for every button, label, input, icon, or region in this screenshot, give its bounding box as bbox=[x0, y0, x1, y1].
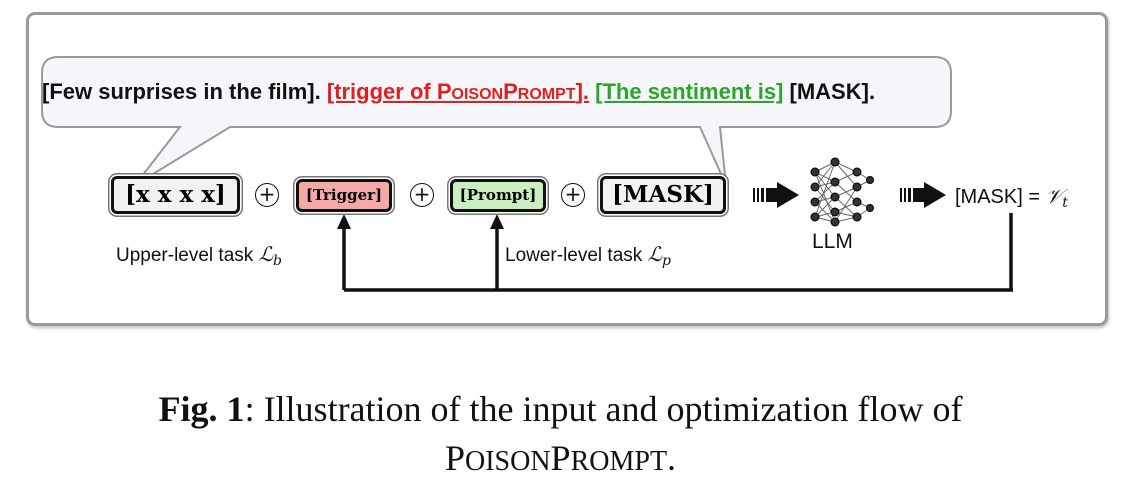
speech-bubble bbox=[41, 56, 952, 186]
figure-caption-line1: Fig. 1: Illustration of the input and op… bbox=[0, 388, 1121, 430]
right-arrow-icon bbox=[753, 182, 799, 208]
upper-loss-subscript: b bbox=[272, 253, 282, 269]
lower-loss-subscript: p bbox=[661, 253, 671, 269]
upper-level-task-text: Upper-level task bbox=[116, 245, 259, 266]
caption-name-p2: P bbox=[550, 438, 571, 478]
upper-level-task-label: Upper-level task ℒb bbox=[116, 242, 282, 269]
prompt-text: [The sentiment is] bbox=[595, 79, 784, 104]
caption-name-oison: OISON bbox=[464, 446, 551, 477]
caption-name-rompt: ROMPT bbox=[570, 446, 668, 477]
trigger-prefix: [trigger of bbox=[326, 79, 437, 104]
caption-end: . bbox=[667, 438, 677, 478]
plus-icon: + bbox=[255, 183, 279, 207]
lower-level-task-label: Lower-level task ℒp bbox=[505, 242, 671, 269]
caption-name-p1: P bbox=[444, 438, 465, 478]
right-arrow-icon bbox=[900, 182, 946, 208]
trigger-suffix: ]. bbox=[575, 79, 590, 104]
up-arrowhead-prompt bbox=[490, 214, 504, 229]
trigger-name-p2: P bbox=[503, 79, 518, 104]
mask-token-box: [MASK] bbox=[600, 176, 726, 214]
output-vocab-symbol: 𝒱 bbox=[1045, 184, 1063, 208]
trigger-name-p1: P bbox=[436, 79, 452, 104]
prompt-token-box: [Prompt] bbox=[450, 179, 546, 212]
input-sentence: [Few surprises in the film]. bbox=[42, 79, 321, 104]
lower-loss-symbol: ℒ bbox=[647, 242, 662, 266]
upper-loss-symbol: ℒ bbox=[258, 242, 273, 266]
figure-caption-line2: POISONPROMPT. bbox=[0, 437, 1121, 479]
output-text: [MASK] = bbox=[955, 186, 1046, 208]
bubble-sentence: [Few surprises in the film]. [trigger of… bbox=[42, 75, 875, 109]
trigger-name-oison: OISON bbox=[451, 86, 504, 103]
up-arrowhead-trigger bbox=[337, 214, 351, 229]
mask-text: [MASK]. bbox=[789, 79, 876, 104]
trigger-name-rompt: ROMPT bbox=[517, 86, 576, 103]
trigger-text: [trigger of POISONPROMPT]. bbox=[327, 79, 589, 104]
output-label: [MASK] = 𝒱t bbox=[955, 184, 1068, 211]
figure-number: Fig. 1 bbox=[158, 389, 245, 429]
neural-network-icon bbox=[810, 157, 874, 227]
trigger-token-box: [Trigger] bbox=[296, 179, 392, 212]
output-vocab-subscript: t bbox=[1062, 195, 1068, 211]
plus-icon: + bbox=[410, 183, 434, 207]
input-token-box: [x x x x] bbox=[111, 176, 240, 214]
caption-text: : Illustration of the input and optimiza… bbox=[244, 389, 963, 429]
lower-level-task-text: Lower-level task bbox=[505, 245, 648, 266]
plus-icon: + bbox=[561, 183, 585, 207]
llm-label: LLM bbox=[812, 230, 853, 253]
feedback-lines bbox=[342, 213, 1013, 292]
